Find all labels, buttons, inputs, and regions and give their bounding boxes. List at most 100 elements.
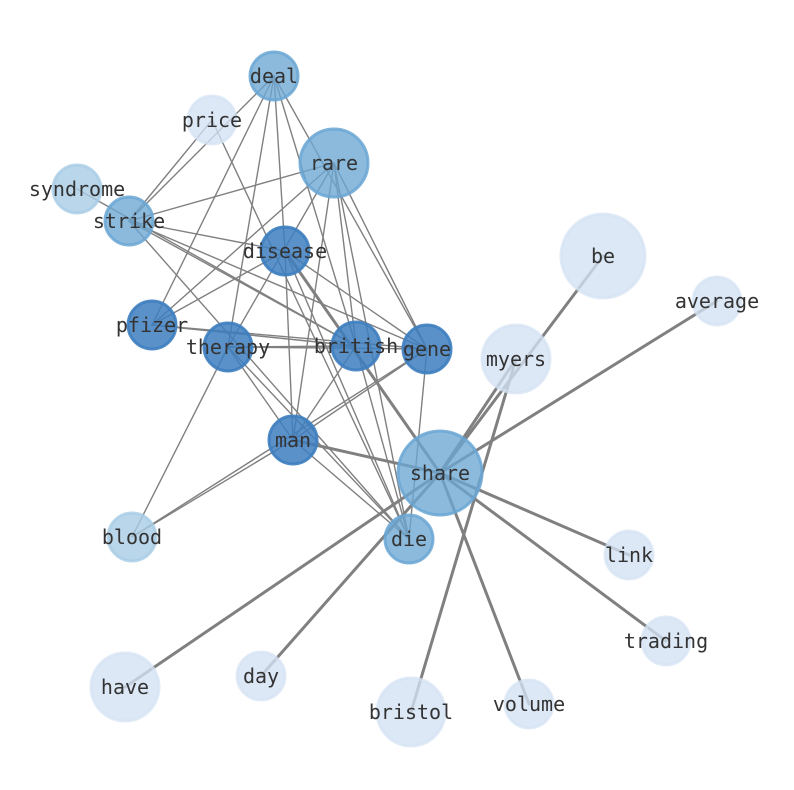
node-label-link: link <box>605 543 653 567</box>
node-circle-man <box>267 414 319 466</box>
edge-therapy-gene <box>227 346 428 350</box>
node-label-be: be <box>591 244 615 268</box>
node-circle-syndrome <box>51 163 103 215</box>
node-label-bristol: bristol <box>369 700 453 724</box>
node-label-average: average <box>675 289 759 313</box>
node-die: die <box>383 513 435 565</box>
edge-british-die <box>355 345 410 540</box>
node-circle-gene <box>401 323 453 375</box>
node-label-pfizer: pfizer <box>116 313 188 337</box>
node-blood: blood <box>102 511 162 563</box>
node-label-share: share <box>410 461 470 485</box>
edge-man-blood <box>131 439 294 538</box>
edge-price-die <box>211 119 410 540</box>
node-myers: myers <box>480 323 552 395</box>
node-circle-day <box>235 650 287 702</box>
node-rare: rare <box>298 127 370 199</box>
edge-deal-gene <box>273 75 428 350</box>
node-label-volume: volume <box>493 692 565 716</box>
node-label-have: have <box>101 675 149 699</box>
node-circle-deal <box>248 50 300 102</box>
node-gene: gene <box>401 323 453 375</box>
node-circle-volume <box>503 678 555 730</box>
node-deal: deal <box>248 50 300 102</box>
node-circle-price <box>186 94 238 146</box>
edge-gene-man <box>292 348 428 441</box>
node-label-myers: myers <box>486 347 546 371</box>
edge-deal-disease <box>273 75 286 252</box>
node-average: average <box>675 275 759 327</box>
edge-deal-therapy <box>227 75 275 348</box>
node-label-deal: deal <box>250 64 298 88</box>
node-be: be <box>559 212 647 300</box>
node-label-blood: blood <box>102 525 162 549</box>
node-label-syndrome: syndrome <box>29 177 125 201</box>
edge-strike-disease <box>128 220 286 252</box>
edge-share-have <box>123 471 442 689</box>
node-trading: trading <box>624 615 708 667</box>
node-circle-strike <box>103 195 155 247</box>
node-circle-average <box>691 275 743 327</box>
edge-deal-pfizer <box>151 75 275 326</box>
node-share: share <box>396 429 484 517</box>
node-circle-pfizer <box>126 299 178 351</box>
edge-share-trading <box>438 471 668 643</box>
edge-disease-man <box>284 250 294 441</box>
node-disease: disease <box>243 225 327 277</box>
edge-myers-bristol <box>409 357 518 714</box>
edge-rare-pfizer <box>151 162 335 326</box>
node-label-british: british <box>314 334 398 358</box>
edge-deal-strike <box>128 75 275 222</box>
edge-rare-strike <box>128 162 335 222</box>
node-day: day <box>235 650 287 702</box>
node-label-rare: rare <box>310 151 358 175</box>
nodes-layer: deal price rare syndrome strike disease be aver… <box>29 50 759 748</box>
node-syndrome: syndrome <box>29 163 125 215</box>
node-label-day: day <box>243 664 279 688</box>
node-have: have <box>89 651 161 723</box>
edges-layer <box>76 75 719 714</box>
node-pfizer: pfizer <box>116 299 188 351</box>
node-label-price: price <box>182 108 242 132</box>
node-circle-therapy <box>202 321 254 373</box>
edge-rare-man <box>292 162 335 441</box>
node-circle-be <box>559 212 647 300</box>
edge-strike-british <box>128 220 357 347</box>
node-label-trading: trading <box>624 629 708 653</box>
edge-therapy-die <box>227 346 410 540</box>
node-british: british <box>314 320 398 372</box>
edge-share-day <box>259 471 442 678</box>
node-man: man <box>267 414 319 466</box>
node-therapy: therapy <box>186 321 270 373</box>
edge-disease-die <box>284 250 410 540</box>
node-bristol: bristol <box>369 676 453 748</box>
node-circle-blood <box>106 511 158 563</box>
edge-strike-gene <box>128 220 428 350</box>
node-circle-disease <box>259 225 311 277</box>
node-volume: volume <box>493 678 565 730</box>
node-label-die: die <box>391 527 427 551</box>
node-label-man: man <box>275 428 311 452</box>
node-circle-have <box>89 651 161 723</box>
edge-share-average <box>438 299 719 475</box>
node-circle-die <box>383 513 435 565</box>
node-circle-myers <box>480 323 552 395</box>
node-circle-bristol <box>375 676 447 748</box>
edge-disease-gene <box>284 250 428 350</box>
node-circle-trading <box>640 615 692 667</box>
node-link: link <box>603 529 655 581</box>
node-circle-british <box>330 320 382 372</box>
node-circle-rare <box>298 127 370 199</box>
edge-therapy-blood <box>131 346 229 538</box>
node-label-disease: disease <box>243 239 327 263</box>
node-circle-share <box>396 429 484 517</box>
edge-strike-die <box>128 220 410 540</box>
edge-deal-british <box>273 75 357 347</box>
node-price: price <box>182 94 242 146</box>
node-label-therapy: therapy <box>186 335 270 359</box>
node-label-gene: gene <box>403 337 451 361</box>
node-circle-link <box>603 529 655 581</box>
node-strike: strike <box>93 195 165 247</box>
node-label-strike: strike <box>93 209 165 233</box>
